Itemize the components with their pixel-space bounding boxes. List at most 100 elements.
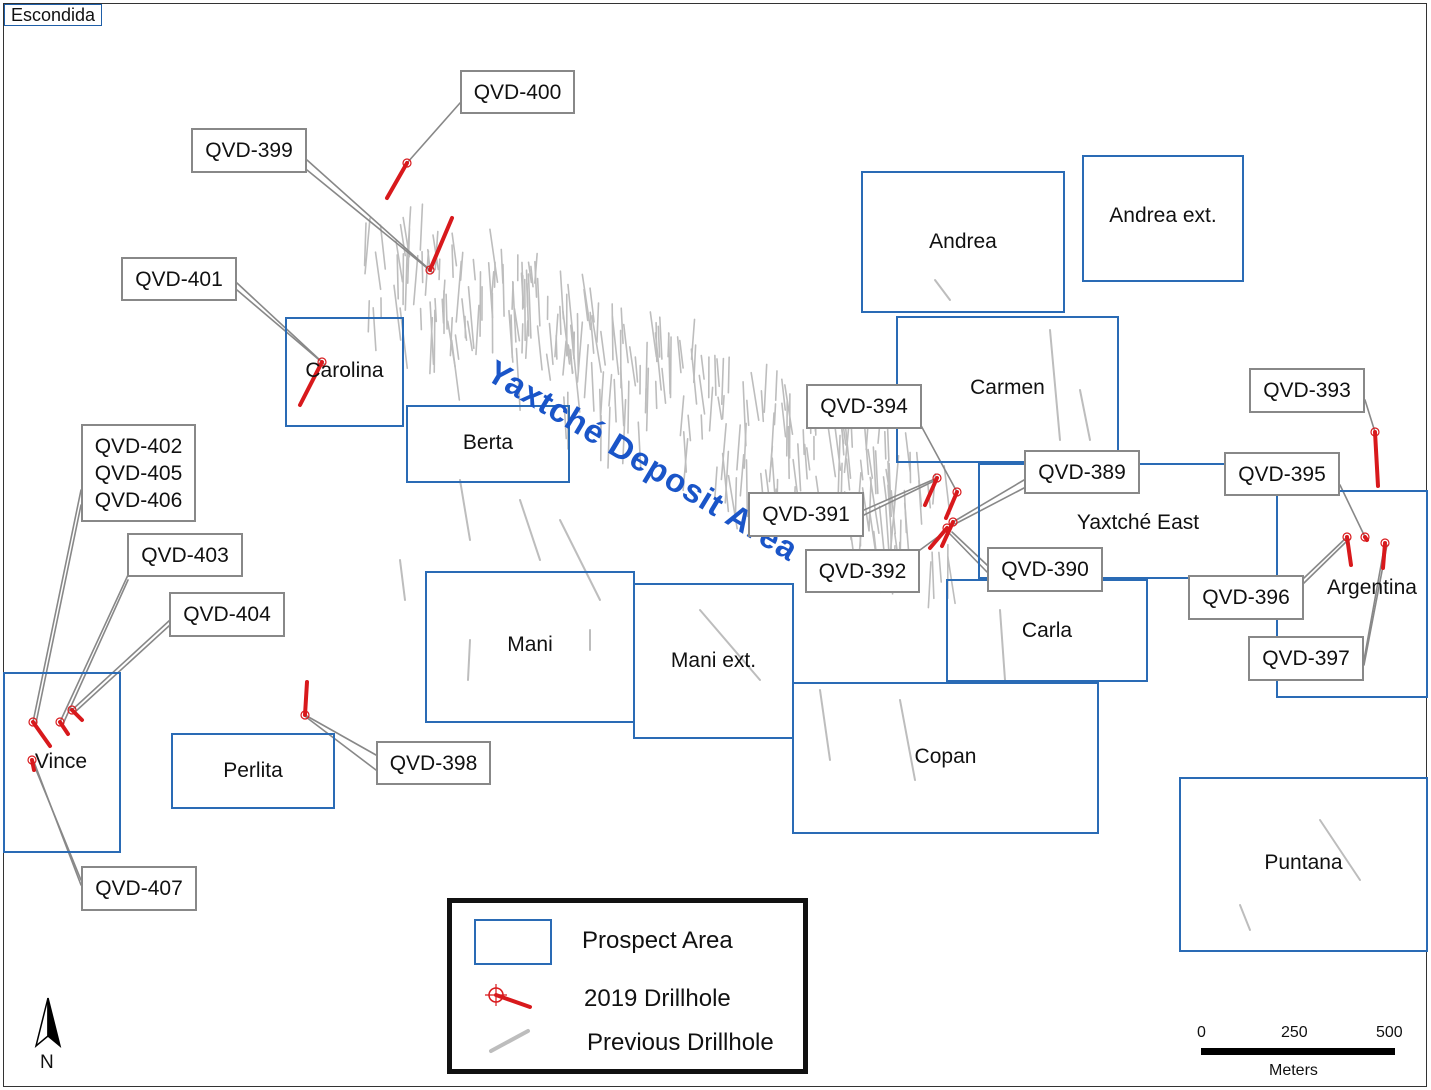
prospect-carmen[interactable]: Carmen [896,316,1119,463]
previous-drillhole [658,316,663,360]
legend-row-2019: 2019 Drillhole [452,975,803,1025]
previous-drillhole [396,254,400,300]
previous-drillhole [530,265,534,288]
callout-qvd-407[interactable]: QVD-407 [81,866,197,911]
previous-drillhole [590,361,595,412]
previous-drillhole [607,406,611,469]
drillhole-collar-icon [28,717,38,727]
previous-drillhole [521,323,524,354]
prospect-andrea[interactable]: Andrea [861,171,1065,313]
leader-line [1303,538,1350,584]
callout-qvd-404[interactable]: QVD-404 [169,592,285,637]
leader-line [952,479,1025,523]
previous-drillhole [611,303,614,361]
drillhole-collar-icon [27,755,37,765]
previous-drillhole [461,298,468,341]
drillhole-collar-icon [300,710,310,720]
previous-drillhole [367,300,371,333]
drillhole-2019 [385,161,409,200]
previous-drillhole [374,251,382,291]
previous-drillhole [621,398,627,465]
drillhole-collar-icon [425,265,435,275]
scale-bar-line [1201,1048,1395,1055]
prospect-label: Andrea ext. [1109,203,1217,227]
previous-drillhole [459,251,464,281]
prospect-vince[interactable]: Vince [3,672,121,853]
previous-drillhole [591,315,602,373]
previous-drillhole [576,312,580,374]
previous-drillhole [734,476,738,515]
legend-row-previous: Previous Drillhole [452,1021,803,1071]
previous-drillhole [714,354,717,396]
leader-line [949,533,988,573]
prospect-label: Mani ext. [670,649,757,672]
drillhole-collar-icon [932,473,942,483]
previous-drillhole [654,332,662,391]
callout-line: QVD-406 [94,488,183,512]
callout-qvd-399[interactable]: QVD-399 [191,128,307,173]
callout-qvd-391[interactable]: QVD-391 [748,492,864,537]
previous-drillhole [845,458,851,491]
leader-line [33,761,82,886]
previous-drillhole [649,311,658,358]
prospect-andrea-ext[interactable]: Andrea ext. [1082,155,1244,282]
callout-qvd-403[interactable]: QVD-403 [127,533,243,577]
callout-qvd-392[interactable]: QVD-392 [805,549,920,593]
callout-qvd-390[interactable]: QVD-390 [987,547,1103,592]
scale-tick: 0 [1197,1024,1206,1041]
callout-qvd-397[interactable]: QVD-397 [1248,636,1364,681]
previous-drillhole [515,347,521,412]
previous-drillhole [600,330,607,366]
drillhole-2019 [428,216,454,272]
previous-drillhole [781,402,787,438]
previous-drillhole [548,322,554,366]
prospect-carolina[interactable]: Carolina [285,317,404,427]
callout-qvd-402-405-406[interactable]: QVD-402 QVD-405 QVD-406 [81,424,196,522]
previous-drillhole [467,285,475,350]
drillhole-2019 [944,490,959,520]
north-label: N [40,1052,54,1073]
previous-drillhole [454,334,460,361]
prospect-perlita[interactable]: Perlita [171,733,335,809]
callout-qvd-396[interactable]: QVD-396 [1188,575,1304,620]
previous-drillhole [573,354,581,413]
previous-drillhole [679,395,685,437]
callout-qvd-400[interactable]: QVD-400 [460,70,575,114]
previous-drillhole-icon [489,1029,530,1053]
previous-drillhole [654,380,658,410]
previous-drillhole [455,260,463,323]
previous-drillhole [934,279,951,301]
prospect-berta[interactable]: Berta [406,405,570,483]
prospect-mani[interactable]: Mani [425,571,635,723]
leader-line [236,289,325,365]
callout-qvd-395[interactable]: QVD-395 [1224,452,1340,496]
leader-line [1339,484,1366,538]
callout-qvd-394[interactable]: QVD-394 [806,384,922,429]
prospect-carla[interactable]: Carla [946,579,1148,682]
legend-row-prospect: Prospect Area [452,917,803,967]
callout-qvd-398[interactable]: QVD-398 [376,741,491,785]
north-arrow: N [28,996,68,1074]
previous-drillhole [419,307,423,331]
prospect-mani-ext[interactable]: Mani ext. [633,583,794,739]
leader-line [59,574,129,723]
prospect-puntana[interactable]: Puntana [1179,777,1428,952]
previous-drillhole [372,307,377,352]
prospect-label: Perlita [223,759,283,782]
callout-qvd-393[interactable]: QVD-393 [1249,368,1365,413]
callout-qvd-389[interactable]: QVD-389 [1024,450,1140,494]
previous-drillhole [569,324,575,357]
previous-drillhole [743,422,747,469]
previous-drillhole [787,425,790,480]
previous-drillhole [827,424,837,478]
previous-drillhole [803,443,808,480]
previous-drillhole [868,478,872,532]
legend-prospect-label: Prospect Area [582,927,733,954]
previous-drillhole [773,403,777,426]
prospect-copan[interactable]: Copan [792,682,1099,834]
previous-drillhole [1049,329,1061,441]
callout-qvd-401[interactable]: QVD-401 [121,257,237,301]
previous-drillhole [467,639,471,681]
previous-drillhole [645,367,650,432]
previous-drillhole [559,270,565,320]
